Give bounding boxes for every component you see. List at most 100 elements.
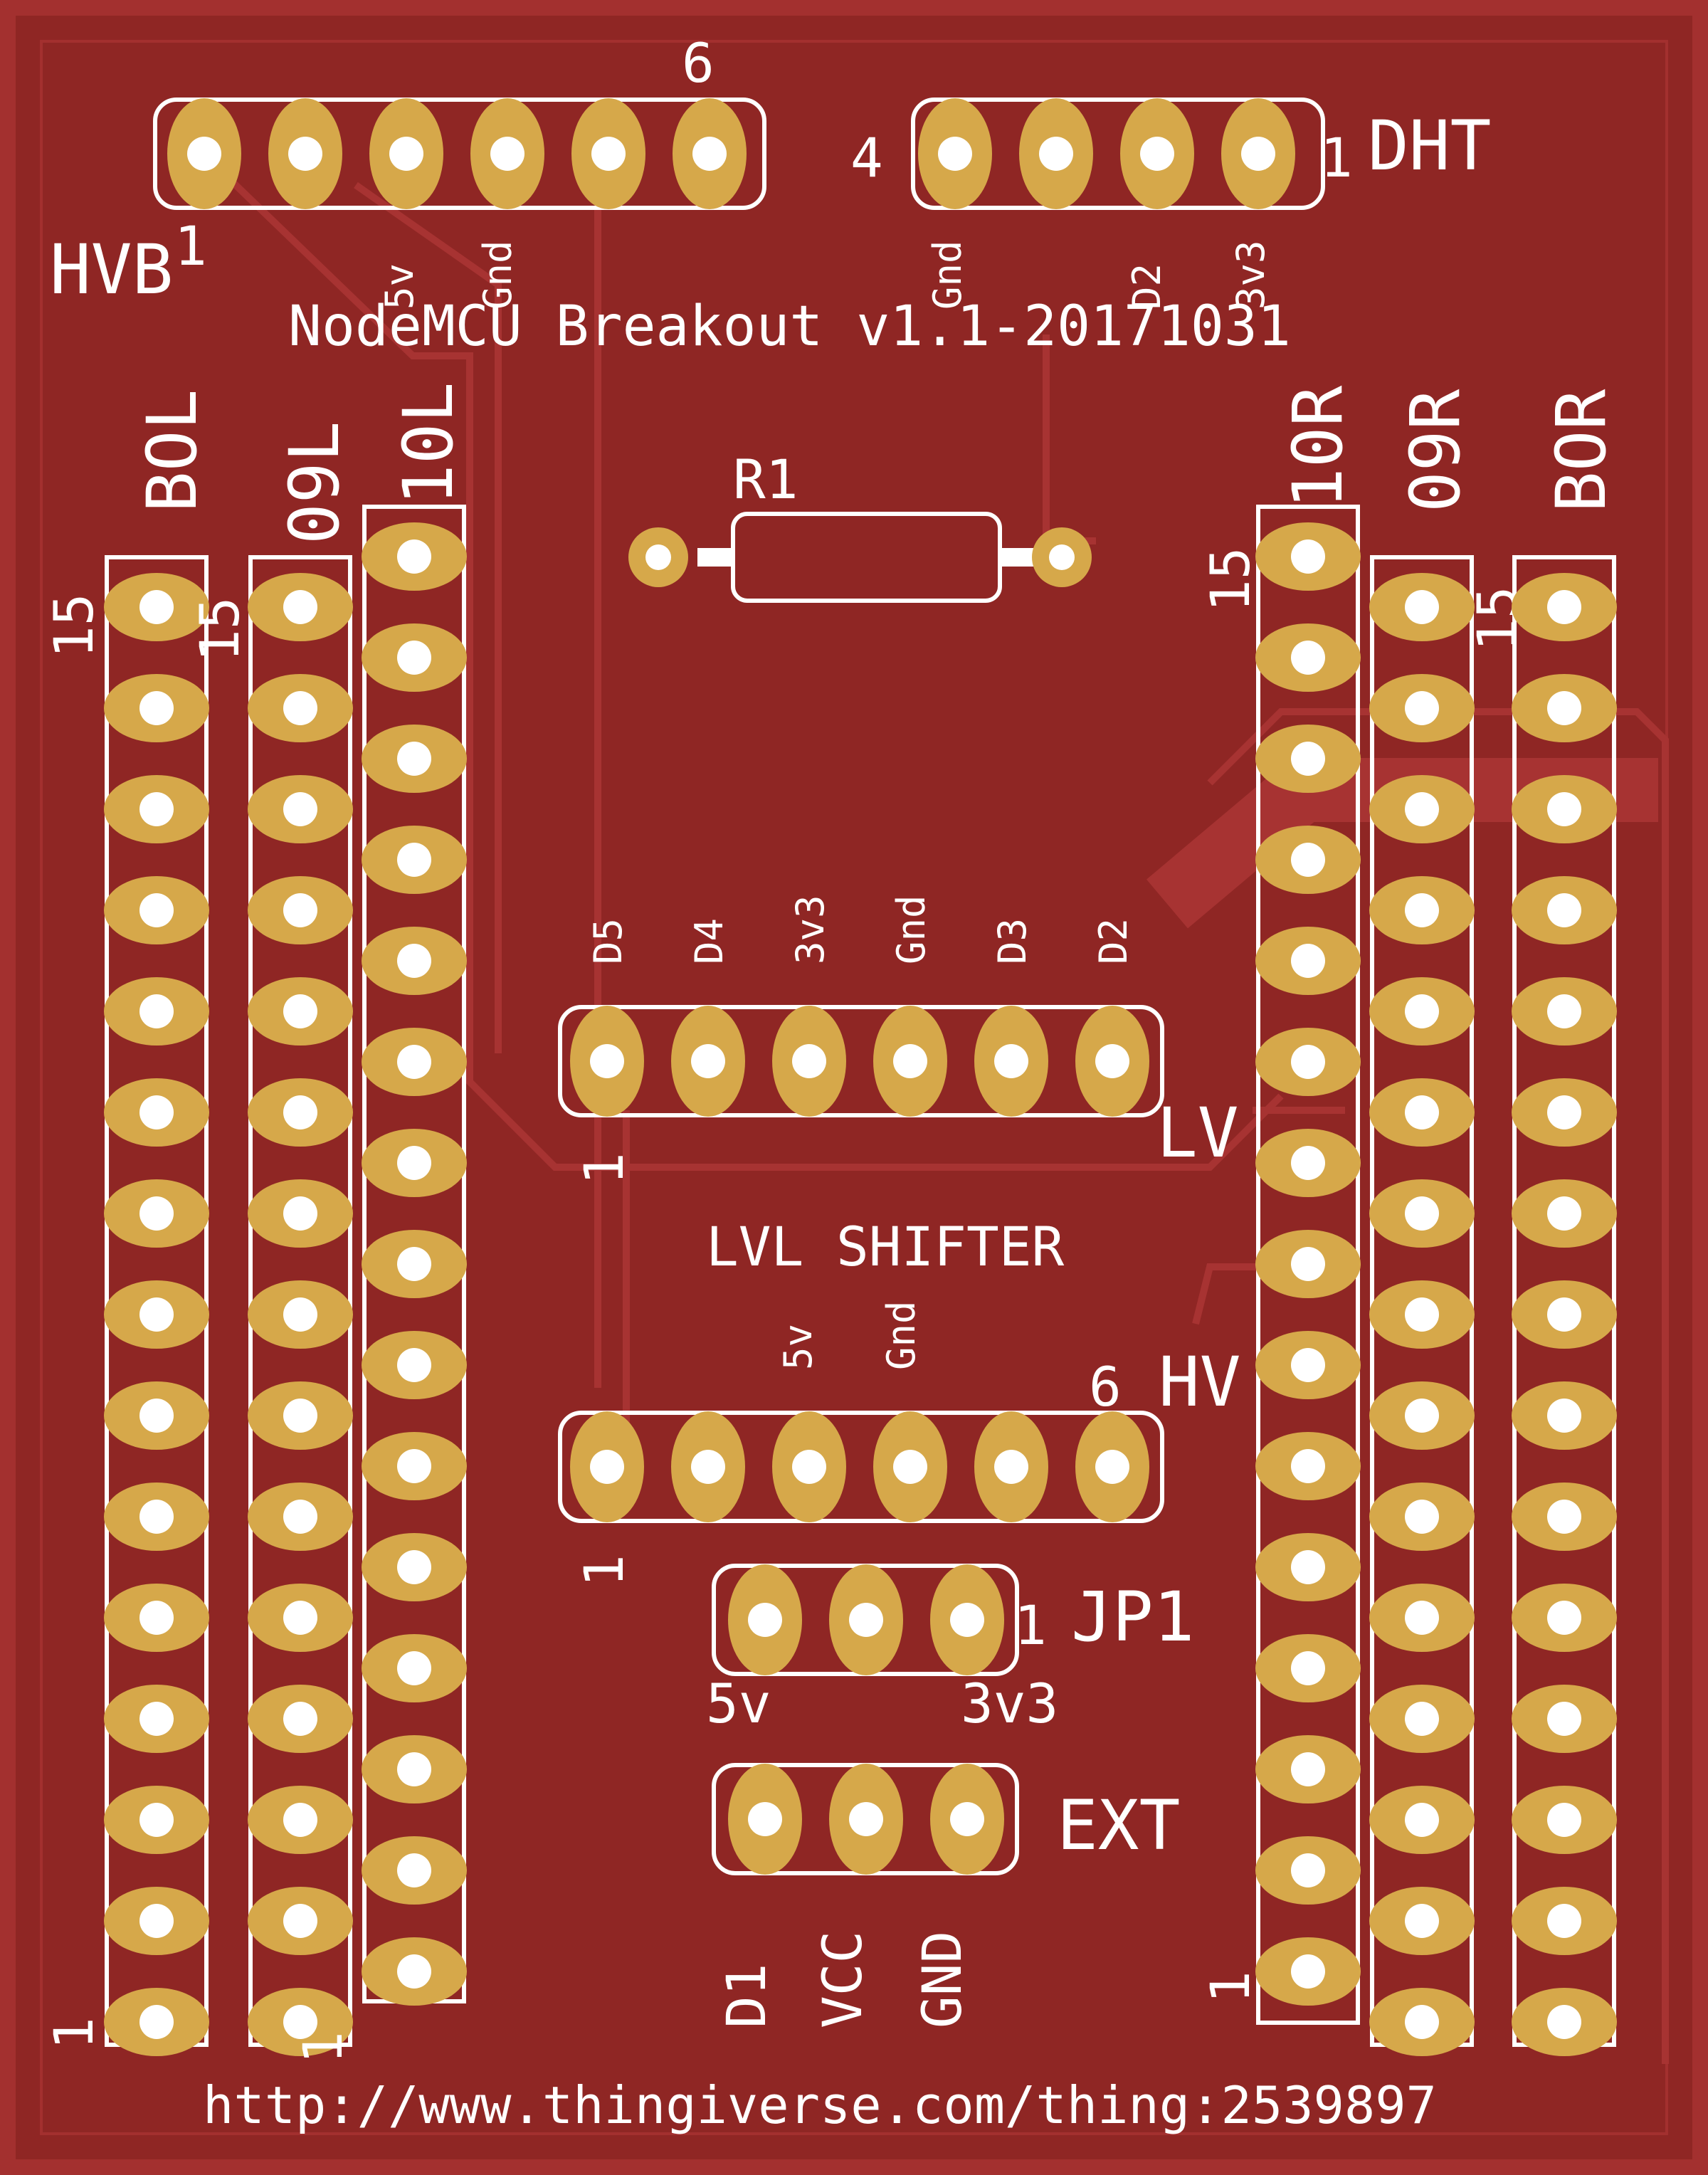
lv-pad-1-hole — [590, 1044, 624, 1078]
10l-pad-9-hole — [397, 1348, 431, 1382]
bol-pad-5-hole — [139, 994, 174, 1028]
09l-pad-9-hole — [283, 1399, 317, 1433]
header-hvb: HVB 1 6 5v Gnd — [50, 31, 766, 310]
board-url: http://www.thingiverse.com/thing:2539897 — [203, 2075, 1437, 2135]
10l-pad-7-hole — [397, 1146, 431, 1180]
09l-pin-first: 1 — [291, 2031, 354, 2064]
dht-pin-first: 1 — [1320, 126, 1353, 189]
10l-pad-6-hole — [397, 1045, 431, 1079]
09r-pad-13-hole — [1405, 1803, 1439, 1837]
column-09l: 09L 15 1 — [188, 421, 354, 2064]
09r-pad-14-hole — [1405, 1904, 1439, 1938]
hv-pad-6-hole — [1095, 1450, 1129, 1484]
ext-pin-label-gnd: GND — [910, 1931, 974, 2028]
10r-pad-10-hole — [1291, 1449, 1325, 1483]
09r-pad-3-hole — [1405, 792, 1439, 826]
09r-pad-8-hole — [1405, 1297, 1439, 1332]
10r-pad-4-hole — [1291, 843, 1325, 877]
column-09r: 09R 15 — [1369, 389, 1529, 2056]
lv-pin-label-gnd: Gnd — [889, 895, 934, 964]
10r-pad-8-hole — [1291, 1247, 1325, 1281]
09l-label: 09L — [275, 421, 354, 544]
10r-pad-2-hole — [1291, 641, 1325, 675]
bol-pad-6-hole — [139, 1095, 174, 1129]
hvb-pin-last: 6 — [682, 31, 715, 95]
hv-pads — [570, 1411, 1149, 1522]
hv-pin-label-gnd: Gnd — [879, 1300, 924, 1370]
hvb-pin-first: 1 — [174, 214, 207, 278]
column-10l: 10L — [362, 382, 468, 2006]
hv-pad-5-hole — [994, 1450, 1028, 1484]
10l-pad-11-hole — [397, 1550, 431, 1584]
10l-pad-1-hole — [397, 539, 431, 574]
hv-pad-2-hole — [691, 1450, 725, 1484]
10r-pad-12-hole — [1291, 1651, 1325, 1685]
10r-pin-first: 1 — [1198, 1971, 1262, 2003]
lv-pad-4-hole — [893, 1044, 927, 1078]
hv-pin-last: 6 — [1089, 1355, 1122, 1418]
header-jp1: JP1 1 5v 3v3 — [706, 1564, 1194, 1735]
lv-pad-3-hole — [792, 1044, 826, 1078]
10r-pad-6-hole — [1291, 1045, 1325, 1079]
jp1-pad-1-hole — [748, 1603, 782, 1637]
hv-pad-3-hole — [792, 1450, 826, 1484]
column-bor: BOR — [1512, 389, 1621, 2056]
10l-pad-13-hole — [397, 1752, 431, 1786]
hvb-pad-5-hole — [591, 137, 626, 171]
section-level-shifter: LVL SHIFTER — [706, 1215, 1065, 1278]
header-ext: EXT D1 VCC GND — [712, 1763, 1180, 2028]
09l-pad-15-hole — [283, 2005, 317, 2039]
ext-label: EXT — [1057, 1786, 1180, 1865]
hv-pad-1-hole — [590, 1450, 624, 1484]
10r-label: 10R — [1278, 385, 1358, 509]
10r-pad-5-hole — [1291, 944, 1325, 978]
bol-pad-3-hole — [139, 792, 174, 826]
bol-pin-first: 1 — [42, 2017, 105, 2050]
lv-pad-5-hole — [994, 1044, 1028, 1078]
bor-pad-14-hole — [1547, 1904, 1581, 1938]
10r-pad-14-hole — [1291, 1853, 1325, 1887]
board-title: NodeMCU Breakout v1.1-20171031 — [288, 295, 1291, 359]
lv-pin-label-d3: D3 — [990, 918, 1035, 964]
10r-pin-last: 15 — [1198, 547, 1262, 612]
10l-pad-2-hole — [397, 641, 431, 675]
10r-pad-3-hole — [1291, 742, 1325, 776]
jp1-pad-3-hole — [950, 1603, 984, 1637]
bor-pad-11-hole — [1547, 1601, 1581, 1635]
bor-pad-3-hole — [1547, 792, 1581, 826]
dht-pad-3-hole — [1140, 137, 1174, 171]
09r-pad-1-hole — [1405, 590, 1439, 624]
jp1-label: JP1 — [1071, 1577, 1194, 1657]
bol-pad-14-hole — [139, 1904, 174, 1938]
bol-pad-7-hole — [139, 1196, 174, 1231]
lv-pin-label-d4: D4 — [687, 918, 732, 964]
dht-pad-1-hole — [938, 137, 972, 171]
10r-pad-9-hole — [1291, 1348, 1325, 1382]
r1-lead-right — [998, 548, 1035, 567]
bol-pad-15-hole — [139, 2005, 174, 2039]
09r-pad-4-hole — [1405, 893, 1439, 927]
09l-pad-8-hole — [283, 1297, 317, 1332]
09l-pad-11-hole — [283, 1601, 317, 1635]
jp1-pad-2-hole — [849, 1603, 883, 1637]
bor-pad-12-hole — [1547, 1702, 1581, 1736]
09r-pad-11-hole — [1405, 1601, 1439, 1635]
10r-pad-11-hole — [1291, 1550, 1325, 1584]
hv-pad-4-hole — [893, 1450, 927, 1484]
hv-pin-first: 1 — [572, 1554, 636, 1587]
10l-label: 10L — [389, 382, 468, 505]
bol-pad-4-hole — [139, 893, 174, 927]
ext-pad-1-hole — [748, 1802, 782, 1836]
hvb-pad-2-hole — [288, 137, 322, 171]
bor-pad-8-hole — [1547, 1297, 1581, 1332]
r1-label: R1 — [733, 448, 798, 511]
ext-pad-3-hole — [950, 1802, 984, 1836]
bol-pad-13-hole — [139, 1803, 174, 1837]
ext-pad-2-hole — [849, 1802, 883, 1836]
dht-pads — [918, 98, 1295, 209]
10r-pad-7-hole — [1291, 1146, 1325, 1180]
09l-pad-12-hole — [283, 1702, 317, 1736]
r1-hole-right — [1049, 544, 1075, 570]
09l-pin-last: 15 — [188, 596, 251, 662]
